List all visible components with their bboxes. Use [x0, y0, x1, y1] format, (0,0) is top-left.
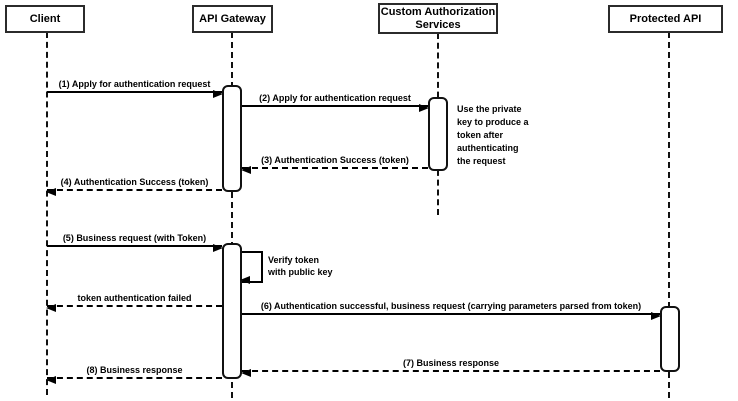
participant-api-gateway-label: API Gateway [199, 12, 266, 25]
message-8-line [46, 376, 222, 384]
arrowhead-right-icon [213, 90, 223, 98]
arrowhead-left-icon [46, 188, 56, 196]
message-3-auth-success: (3) Authentication Success (token) [241, 154, 428, 174]
message-6-label: (6) Authentication successful, business … [260, 301, 642, 311]
message-2-label: (2) Apply for authentication request [259, 93, 411, 103]
message-token-auth-failed-line [46, 304, 222, 312]
message-7-business-response: (7) Business response [241, 357, 660, 377]
message-8-label: (8) Business response [86, 365, 183, 375]
arrowhead-left-icon [46, 376, 56, 384]
message-6-auth-successful-business-request: (6) Authentication successful, business … [242, 300, 661, 320]
participant-client-label: Client [29, 12, 61, 25]
message-3-label: (3) Authentication Success (token) [261, 155, 409, 165]
arrowhead-left-icon [46, 304, 56, 312]
participant-custom-authorization-services-label: Custom Authorization Services [380, 5, 496, 31]
activation-custom-authorization-services [428, 97, 448, 171]
message-4-auth-success: (4) Authentication Success (token) [46, 176, 222, 196]
message-5-business-request: (5) Business request (with Token) [47, 232, 223, 252]
participant-client: Client [5, 5, 85, 33]
arrowhead-right-icon [419, 104, 429, 112]
message-5-label: (5) Business request (with Token) [62, 233, 207, 243]
activation-api-gateway-2 [222, 243, 242, 379]
message-7-label: (7) Business response [402, 358, 500, 368]
message-5-line [47, 244, 223, 252]
note-private-key: Use the private key to produce a token a… [457, 104, 529, 166]
lifeline-api-gateway [231, 32, 233, 398]
arrowhead-left-icon [241, 166, 251, 174]
lifeline-client [46, 32, 48, 395]
message-2-apply-auth-request: (2) Apply for authentication request [242, 92, 429, 112]
participant-api-gateway: API Gateway [192, 5, 273, 33]
arrowhead-left-icon [240, 276, 250, 284]
participant-custom-authorization-services: Custom Authorization Services [378, 3, 498, 34]
arrowhead-right-icon [651, 312, 661, 320]
participant-protected-api: Protected API [608, 5, 723, 33]
message-1-line [47, 90, 223, 98]
participant-protected-api-label: Protected API [629, 12, 702, 25]
lifeline-protected-api [668, 32, 670, 398]
message-6-line [242, 312, 661, 320]
self-message-verify-token [240, 251, 263, 284]
message-token-auth-failed: token authentication failed [46, 292, 222, 312]
message-1-apply-auth-request: (1) Apply for authentication request [47, 78, 223, 98]
message-2-line [242, 104, 429, 112]
message-4-line [46, 188, 222, 196]
activation-protected-api [660, 306, 680, 372]
self-message-verify-token-label: Verify token with public key [268, 255, 333, 277]
arrowhead-left-icon [241, 369, 251, 377]
message-token-auth-failed-label: token authentication failed [77, 293, 192, 303]
arrowhead-right-icon [213, 244, 223, 252]
message-1-label: (1) Apply for authentication request [58, 79, 211, 89]
message-8-business-response: (8) Business response [46, 364, 222, 384]
message-4-label: (4) Authentication Success (token) [60, 177, 209, 187]
message-7-line [241, 369, 660, 377]
message-3-line [241, 166, 428, 174]
activation-api-gateway-1 [222, 85, 242, 192]
